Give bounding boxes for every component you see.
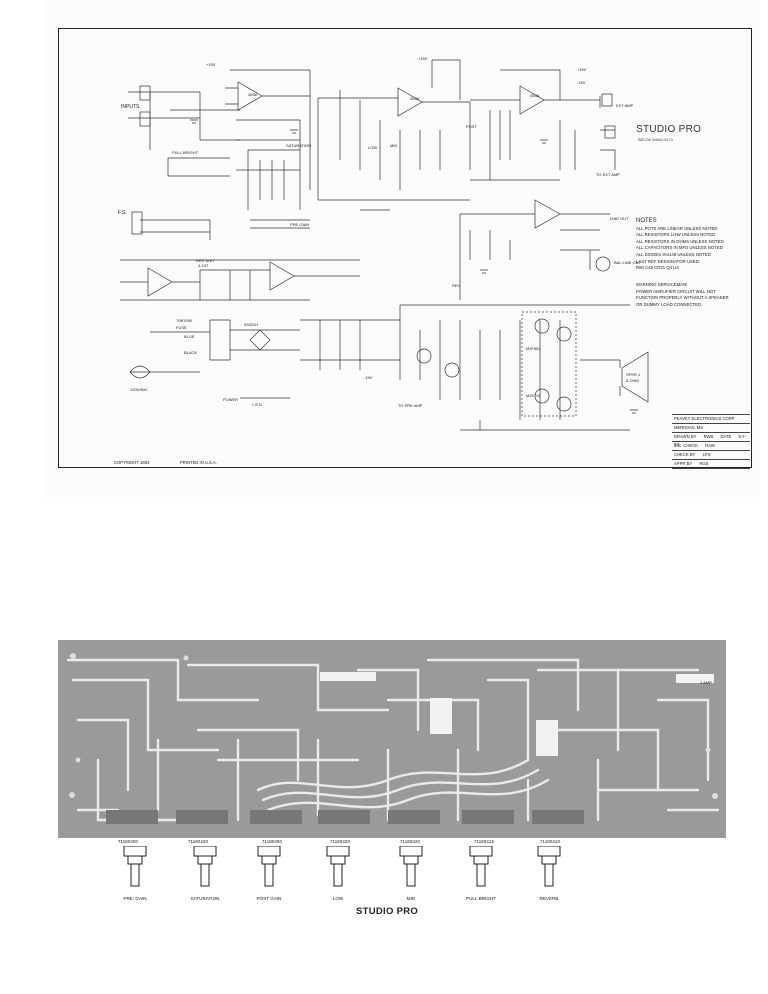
notes-line: ALL CAPACITORS IN MFD UNLESS NOTED [636, 245, 723, 251]
notes-line: LAST REF DESIGNATOR USED: [636, 258, 700, 264]
saturation-shaft [193, 846, 217, 887]
fuse-label: FUSE [176, 325, 187, 330]
post-gain-shaft [257, 846, 281, 887]
footswitch-label: F.S. [118, 210, 127, 216]
warning-block: WARNING SERVICEMAN! POWER AMPLIFIER CIRC… [636, 282, 754, 308]
company-name: PEAVEY ELECTRONICS CORP. [672, 414, 750, 424]
pull-bright-label: PULL BRIGHT [172, 150, 199, 155]
led-label: L.E.D. [252, 402, 264, 407]
ic-u2-label: 4558 [410, 96, 419, 101]
warning-line: POWER AMPLIFIER CIRCUIT WILL NOT [636, 288, 716, 294]
schematic-title: STUDIO PRO [636, 124, 702, 135]
schematic-frame [58, 28, 752, 468]
pot-code-post-gain: 71180400 [262, 839, 283, 844]
pot-code-mid: 71180420 [400, 839, 421, 844]
rev-unit-value: 4-24T [198, 263, 209, 268]
knob-label-reverb: REVERB [539, 896, 559, 901]
knob-label-pull-bright: PULL BRIGHT [466, 896, 496, 901]
appr-by-label: APPR BY [674, 461, 693, 466]
pcb-fuse-label: 1 AMP [700, 680, 712, 685]
bal-line-out-label: BAL LINE OUT [614, 260, 641, 265]
post-label: POST [466, 124, 477, 129]
drawn-by-value: RWB [703, 434, 714, 439]
supply-plus-label: +15V [206, 62, 216, 67]
output-transistor-bottom: MJE702 [526, 393, 541, 398]
ce-check-row: C.E. CHECK RAW [672, 442, 750, 451]
notes-line: ALL RESISTORS IN OHMS UNLESS NOTED [636, 238, 724, 244]
supply-plus-label-3: +15V [577, 67, 587, 72]
notes-line: R80 C45 CR31 Q4 U3 [636, 265, 679, 271]
pre-gain-label: PRE GAIN [290, 222, 310, 227]
ce-check-value: RAW [705, 443, 715, 448]
notes-block: NOTES ALL POTS ARE LINEAR UNLESS NOTED A… [636, 218, 754, 272]
knob-label-saturation: SATURATION [190, 896, 220, 901]
supply-minus-label-2: -15V [364, 375, 373, 380]
check-by-label: CHECK BY [674, 452, 696, 457]
drawn-by-row: DRAWN BY RWB DATE 6-7-83 [672, 433, 750, 447]
output-transistor-top: MJF802 [526, 346, 541, 351]
pcb-traces [66, 653, 720, 824]
transformer-label: 70B7090 [176, 318, 193, 323]
check-by-value: LPS [702, 452, 711, 457]
ce-check-label: C.E. CHECK [674, 443, 698, 448]
inputs-label: INPUTS [121, 104, 140, 110]
pull-bright-shaft [469, 846, 493, 887]
notes-heading: NOTES [636, 218, 657, 224]
copyright-text: COPYRIGHT 1983 [114, 460, 150, 465]
pot-code-pre-gain: 71180400 [118, 839, 139, 844]
rev-label: REV [452, 283, 461, 288]
ext-amp-label: EXT AMP [616, 103, 634, 108]
supply-minus-label: -15V [577, 80, 586, 85]
transformer2-label: 53021H [244, 322, 259, 327]
rev-unit-label: REV UNIT [196, 258, 215, 263]
pot-code-reverb: 71180410 [540, 839, 561, 844]
knob-label-mid: MID [406, 896, 416, 901]
speaker-impedance: 8 OHM [626, 378, 639, 383]
pot-code-low: 71180420 [330, 839, 351, 844]
line-voltage-label: 120V/60C [130, 387, 148, 392]
ic-u1-label: 4558 [248, 92, 257, 97]
notes-line: ALL POTS ARE LINEAR UNLESS NOTED [636, 225, 718, 231]
knob-label-low: LOW [332, 896, 344, 901]
mid-shaft [399, 846, 423, 887]
ic-u3-label: 4558 [530, 93, 539, 98]
drawn-by-label: DRAWN BY [674, 434, 697, 439]
warning-heading: WARNING SERVICEMAN! [636, 282, 688, 287]
date-value: 6-7-83 [674, 434, 746, 447]
mid-label: MID [390, 143, 398, 148]
low-shaft [326, 846, 350, 887]
company-city: MERIDIAN, MS [672, 424, 750, 433]
blue-wire-label: BLUE [184, 334, 195, 339]
low-label: LOW [368, 145, 378, 150]
schematic-subtitle: BELO# WA40-0170 [638, 137, 673, 142]
pot-shafts [123, 846, 561, 887]
check-by-row: CHECK BY LPS [672, 451, 750, 460]
notes-line: ALL DIODES IN4148 UNLESS NOTED [636, 251, 711, 257]
to-ext-amp-label: TO EXT AMP [596, 172, 620, 177]
appr-by-row: APPR BY RGS [672, 460, 750, 469]
schematic-sheet [44, 0, 760, 497]
line-out-label: LINE OUT [610, 216, 629, 221]
power-label: POWER [223, 397, 239, 402]
pre-gain-shaft [123, 846, 147, 887]
notes-line: ALL RESISTORS 1/4W UNLESS NOTED [636, 232, 716, 238]
title-block: PEAVEY ELECTRONICS CORP. MERIDIAN, MS DR… [672, 414, 750, 469]
saturation-label: SATURATION [286, 143, 312, 148]
printed-text: PRINTED IN U.S.A. [180, 460, 217, 465]
date-label: DATE [720, 434, 732, 439]
appr-by-value: RGS [699, 461, 709, 466]
knob-label-pre-gain: PRE. GAIN [123, 896, 147, 901]
black-wire-label: BLACK [184, 350, 198, 355]
supply-plus-label-2: +15V [418, 56, 428, 61]
pot-code-saturation: 71180420 [188, 839, 209, 844]
pcb-title: STUDIO PRO [356, 906, 419, 917]
pot-code-pull-bright: 71180415 [474, 839, 495, 844]
warning-line: OR DUMMY LOAD CONNECTED. [636, 301, 703, 307]
warning-line: FUNCTION PROPERLY WITHOUT A SPEAKER [636, 295, 729, 301]
schematic-drawing [120, 59, 649, 431]
knob-label-post-gain: POST GAIN [256, 896, 282, 901]
reverb-shaft [537, 846, 561, 887]
to-pre-amp-label: TO PRE AMP [398, 403, 423, 408]
speaker-label: SPKR 1 [626, 372, 641, 377]
